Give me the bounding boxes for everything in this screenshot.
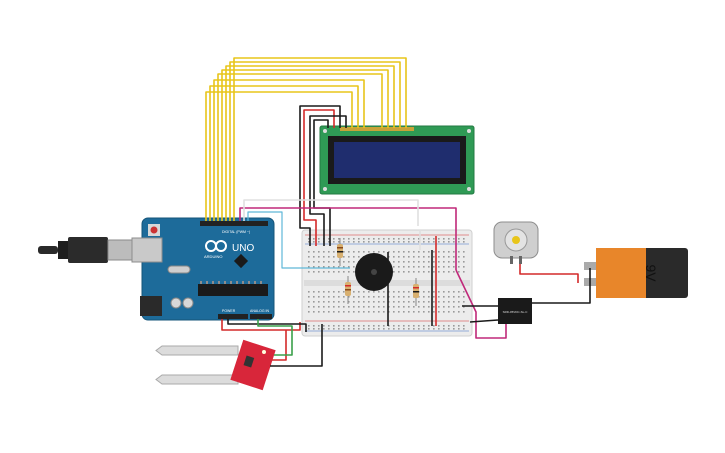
- resistor-3: [413, 278, 419, 306]
- resistors: [337, 238, 419, 306]
- lcd-16x2-display: [319, 125, 475, 195]
- usb-cable: [38, 237, 133, 263]
- digital-pins-label: DIGITAL (PWM ~): [222, 230, 250, 234]
- soil-moisture-sensor: [155, 339, 276, 391]
- relay-model-label: SRD-05VDC-SL-C: [503, 310, 529, 314]
- power-pins-label: POWER: [222, 309, 236, 313]
- battery-9v: 9V: [584, 248, 688, 298]
- relay: SRD-05VDC-SL-C: [498, 298, 532, 324]
- arduino-logo-icon: [205, 240, 227, 252]
- arduino-logo-label: ARDUINO: [204, 254, 222, 259]
- dc-motor: [493, 221, 539, 264]
- piezo-buzzer: [355, 253, 393, 291]
- wires: [205, 57, 591, 367]
- arduino-model-label: UNO: [232, 243, 254, 254]
- resistor-1: [337, 238, 343, 266]
- resistor-2: [345, 276, 351, 304]
- arduino-uno-board: UNO ARDUINO DIGITAL (PWM ~) ANALOG IN PO…: [131, 217, 275, 321]
- battery-voltage-label: 9V: [643, 264, 659, 282]
- analog-pins-label: ANALOG IN: [250, 309, 270, 313]
